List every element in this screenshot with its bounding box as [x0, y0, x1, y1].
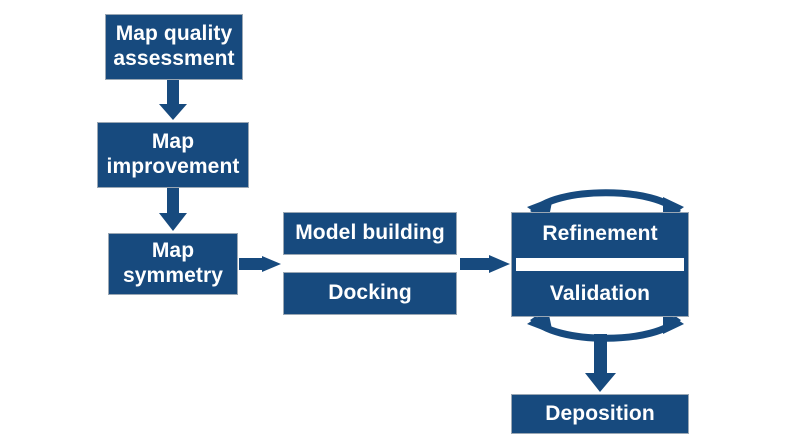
arrow-map-improvement-to-map-symmetry: [159, 188, 187, 231]
cycle-connector-band: [511, 256, 689, 273]
node-refinement[interactable]: Refinement: [511, 212, 689, 256]
node-map-improvement[interactable]: Map improvement: [97, 122, 249, 188]
node-model-building[interactable]: Model building: [283, 212, 457, 255]
node-map-quality-assessment[interactable]: Map quality assessment: [105, 14, 243, 80]
arrow-map-symmetry-to-model-building: [239, 256, 281, 272]
arrow-map-quality-to-map-improvement: [159, 80, 187, 120]
node-map-symmetry[interactable]: Map symmetry: [108, 233, 238, 295]
node-validation[interactable]: Validation: [511, 273, 689, 317]
node-deposition[interactable]: Deposition: [511, 394, 689, 434]
cycle-group-refinement-validation: Refinement Validation: [488, 182, 712, 352]
node-docking[interactable]: Docking: [283, 272, 457, 315]
